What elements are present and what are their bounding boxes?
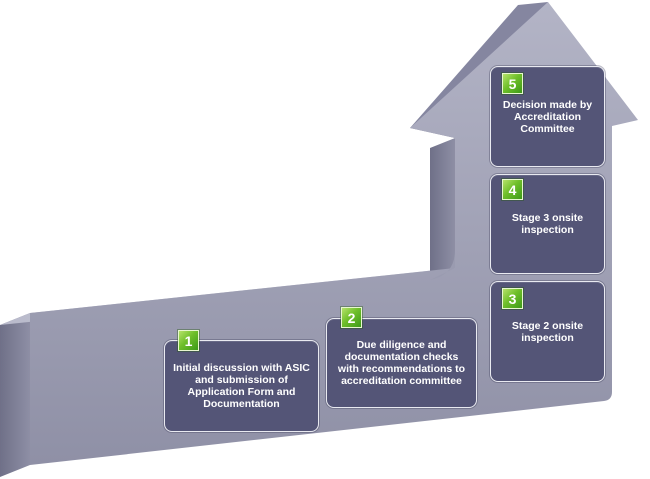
step-3-text: Stage 2 onsite inspection	[511, 319, 584, 344]
step-2-badge: 2	[341, 307, 362, 328]
step-5-badge: 5	[502, 73, 523, 94]
step-1-badge: 1	[178, 330, 199, 351]
step-2-text: Due diligence and documentation checks w…	[337, 339, 466, 387]
step-4-badge: 4	[502, 179, 523, 200]
step-2-box: Due diligence and documentation checks w…	[326, 318, 477, 408]
arrow-end-face	[0, 313, 30, 477]
step-1-text: Initial discussion with ASIC and submiss…	[173, 362, 310, 410]
step-3-badge: 3	[502, 288, 523, 309]
step-1-box: Initial discussion with ASIC and submiss…	[164, 340, 319, 432]
step-3-box: Stage 2 onsite inspection	[490, 281, 605, 382]
arrow-bend-shade	[430, 250, 455, 280]
step-4-text: Stage 3 onsite inspection	[511, 212, 584, 236]
step-5-box: Decision made by Accreditation Committee	[490, 66, 605, 167]
step-5-text: Decision made by Accreditation Committee	[502, 98, 593, 135]
arrow-shaft-side	[430, 138, 455, 280]
